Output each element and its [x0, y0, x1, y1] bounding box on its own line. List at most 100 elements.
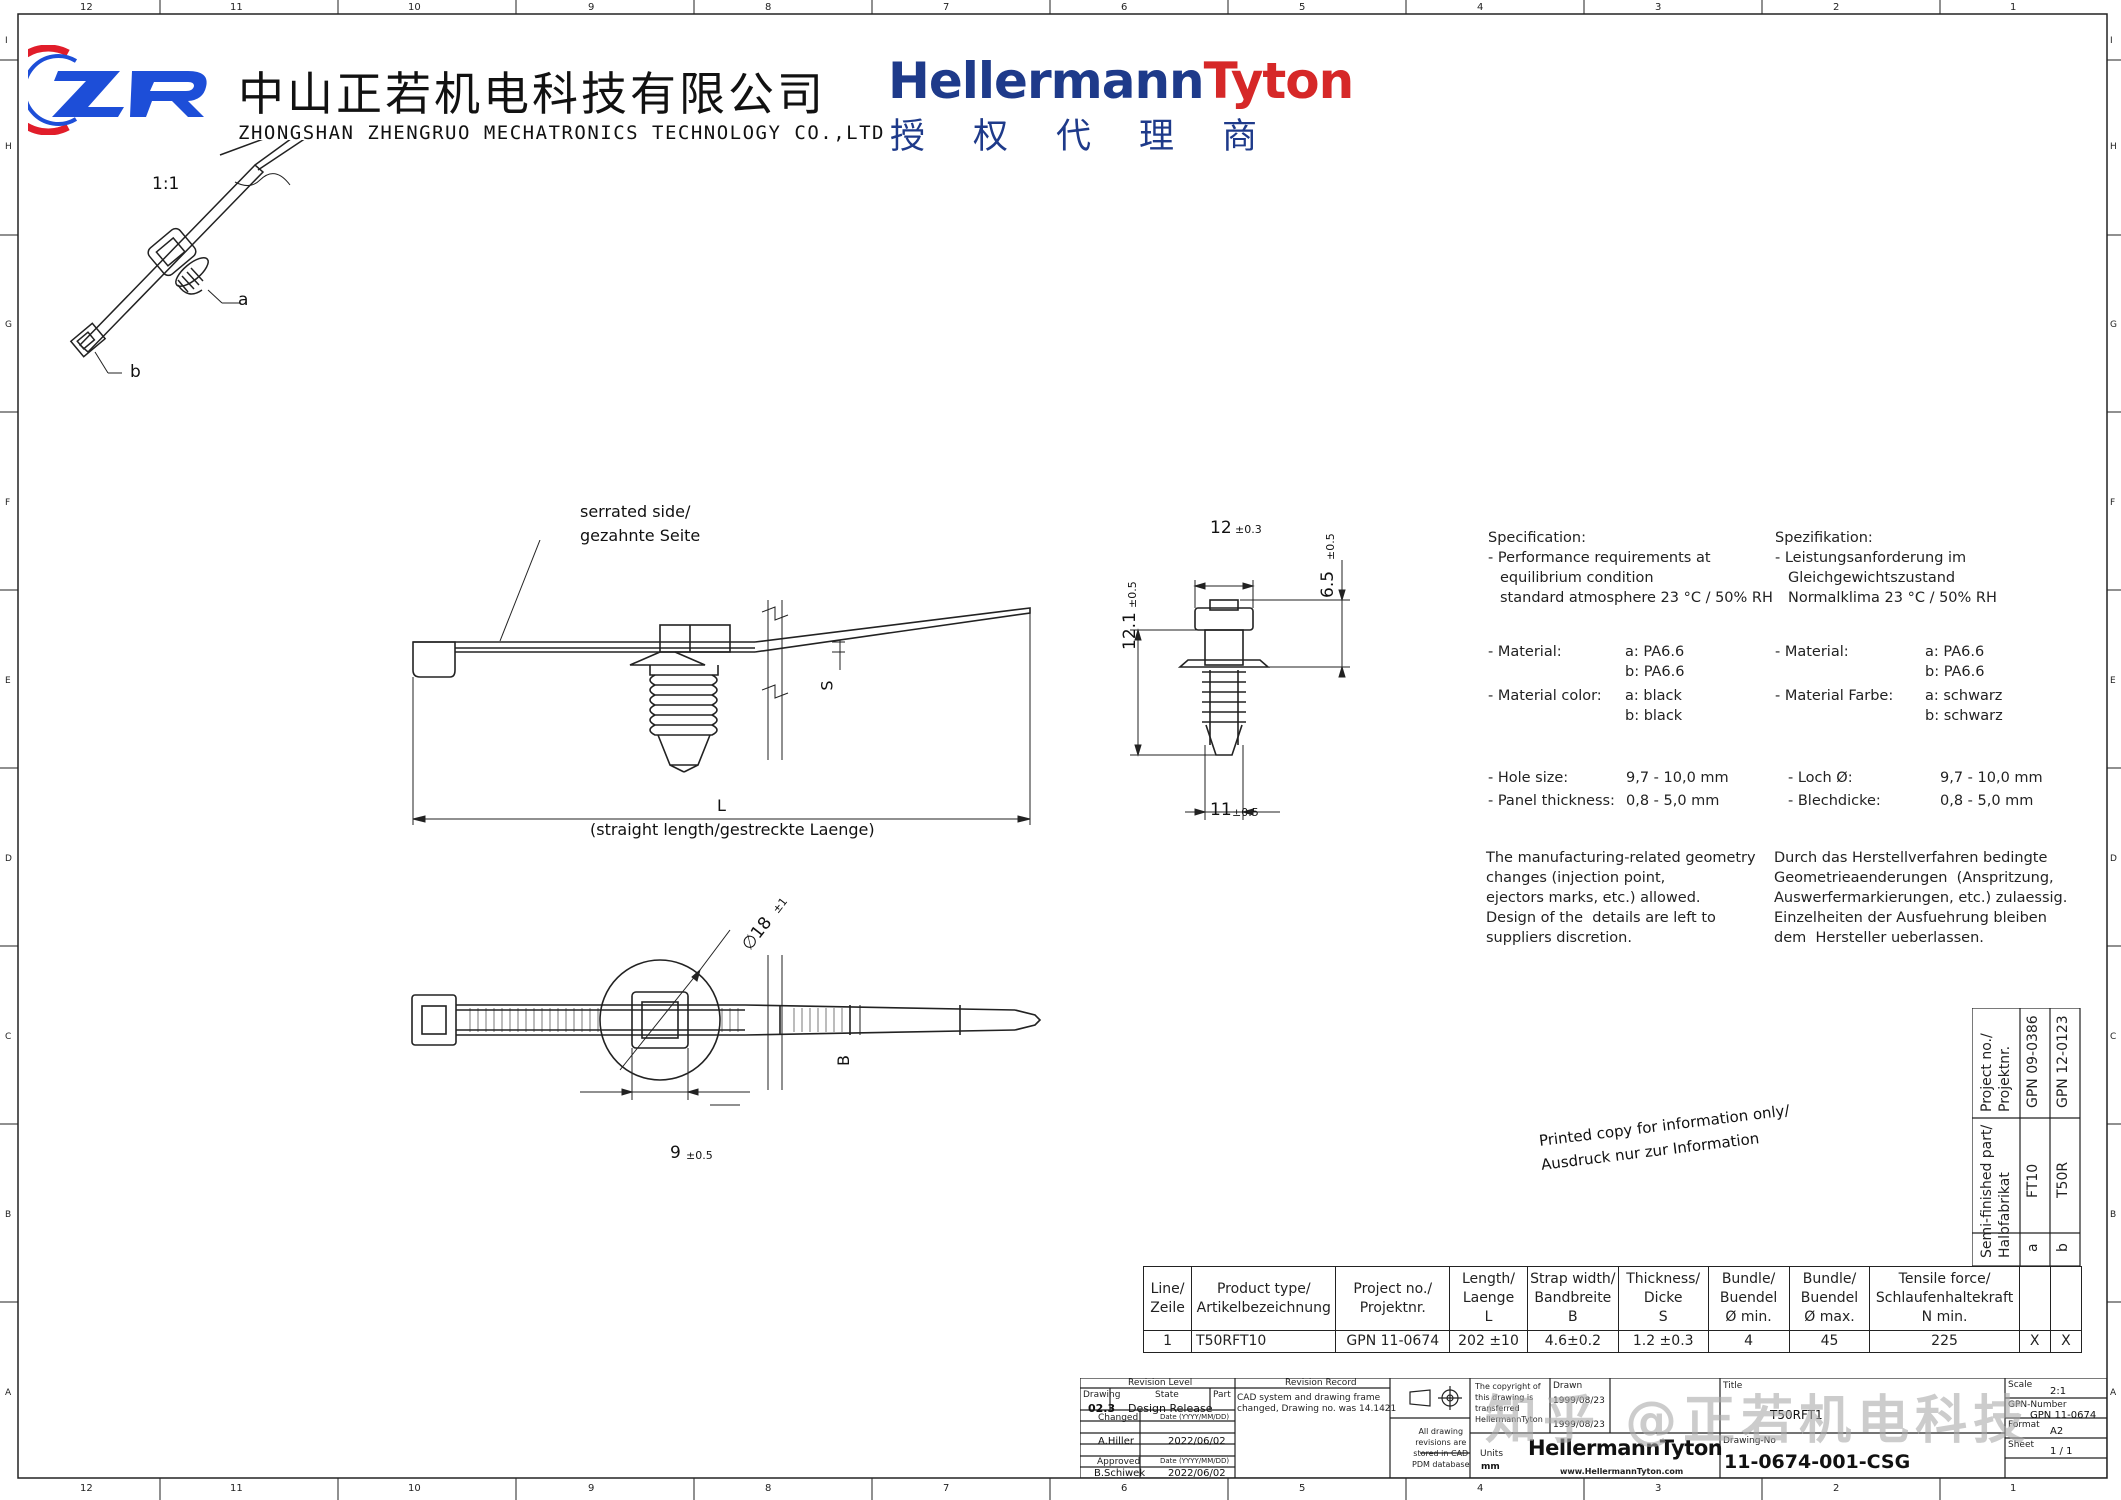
grid-col-label: 6: [1121, 2, 1128, 13]
spec-en-hole-label: - Hole size:: [1488, 770, 1569, 786]
grid-row-label: I: [2110, 36, 2113, 46]
tb-revision-state: Design Release: [1128, 1402, 1213, 1415]
spec-en-color-b: b: black: [1625, 708, 1683, 724]
grid-row-label: A: [5, 1388, 12, 1398]
spec-de-note-5: dem Hersteller ueberlassen.: [1774, 930, 1984, 946]
spec-de-note-1: Durch das Herstellverfahren bedingte: [1774, 850, 2048, 866]
serrated-label-de: gezahnte Seite: [580, 526, 701, 545]
dim-l-label: L: [717, 796, 726, 815]
table-cell: 1.2 ±0.3: [1617, 1330, 1709, 1353]
spec-en-panel-label: - Panel thickness:: [1488, 793, 1615, 809]
table-header-cell: Product type/ Artikelbezeichnung: [1191, 1266, 1337, 1331]
hellermanntyton-logo: HellermannTyton: [888, 52, 1355, 110]
spec-en-title: Specification:: [1488, 530, 1586, 546]
table-row: 1 T50RFT10 GPN 11-0674 202 ±10 4.6±0.2 1…: [1142, 1330, 2083, 1353]
company-name-en: ZHONGSHAN ZHENGRUO MECHATRONICS TECHNOLO…: [238, 122, 885, 144]
table-cell: 225: [1869, 1330, 2020, 1353]
spec-en-note-5: suppliers discretion.: [1486, 930, 1632, 946]
grid-row-label: C: [2110, 1032, 2117, 1042]
spec-de-perf-1: - Leistungsanforderung im: [1775, 550, 1967, 566]
table-header-cell: [2049, 1266, 2083, 1331]
table-cell: 202 ±10: [1449, 1330, 1528, 1353]
table-header-cell: Thickness/ Dicke S: [1617, 1266, 1709, 1331]
spec-de-hole-value: 9,7 - 10,0 mm: [1940, 770, 2043, 786]
spec-en-panel-value: 0,8 - 5,0 mm: [1626, 793, 1720, 809]
table-cell: X: [2049, 1330, 2083, 1353]
grid-col-label: 10: [408, 2, 421, 13]
zr-logo: [28, 45, 207, 135]
grid-row-label: F: [2110, 498, 2116, 508]
grid-col-label: 9: [588, 2, 595, 13]
authorized-agent-text: 授权代理商: [890, 117, 1306, 157]
grid-col-label: 8: [765, 2, 772, 13]
grid-col-label: 8: [765, 1483, 772, 1494]
tb-drawing-no: 11-0674-001-CSG: [1724, 1451, 1911, 1473]
end-dim-width-bottom-tol: ±0.5: [1232, 806, 1259, 819]
tb-gpn-label: GPN-Number: [2008, 1400, 2067, 1410]
spec-en-perf-3: standard atmosphere 23 °C / 50% RH: [1500, 590, 1773, 606]
tb-revision-number: 02.3: [1088, 1402, 1116, 1415]
product-table: Line/ Zeile Product type/ Artikelbezeich…: [1142, 1266, 2083, 1353]
table-cell: T50RFT10: [1191, 1330, 1337, 1353]
straight-length-label: (straight length/gestreckte Laenge): [590, 820, 875, 839]
grid-col-label: 3: [1655, 1483, 1662, 1494]
top-dim-width-tol: ±0.5: [686, 1149, 713, 1162]
side-view-drawing: [412, 540, 1031, 825]
tb-scale-label: Scale: [2008, 1380, 2033, 1390]
tb-revision-level: Revision Level: [1128, 1378, 1193, 1388]
spec-de-color-b: b: schwarz: [1925, 708, 2003, 724]
table-header-cell: Bundle/ Buendel Ø max.: [1788, 1266, 1871, 1331]
end-view-drawing: [1130, 560, 1350, 820]
table-cell: 4: [1707, 1330, 1790, 1353]
dim-s-label: S: [817, 680, 837, 691]
spec-de-title: Spezifikation:: [1775, 530, 1873, 546]
iso-view-drawing: [69, 140, 305, 374]
grid-col-label: 1: [2010, 1483, 2017, 1494]
grid-col-label: 3: [1655, 2, 1662, 13]
tb-changed-by: A.Hiller: [1098, 1436, 1134, 1447]
end-dim-height-total: 12.1: [1120, 612, 1140, 650]
tb-storage-note: All drawing revisions are stored in CAD …: [1412, 1427, 1470, 1469]
spec-de-material-b: b: PA6.6: [1925, 664, 1985, 680]
serrated-label-en: serrated side/: [580, 502, 691, 521]
end-dim-width-top: 12: [1210, 518, 1232, 538]
spec-en-note-1: The manufacturing-related geometry: [1486, 850, 1756, 866]
grid-col-label: 12: [80, 1483, 93, 1494]
table-header-cell: Length/ Laenge L: [1449, 1266, 1528, 1331]
end-dim-width-top-tol: ±0.3: [1235, 523, 1262, 536]
tb-ht-logo: HellermannTyton: [1528, 1436, 1723, 1460]
grid-row-label: F: [5, 498, 11, 508]
grid-row-label: A: [2110, 1388, 2117, 1398]
semi-row-a-label: a: [2025, 1243, 2041, 1252]
tb-ht-url: www.HellermannTyton.com: [1560, 1467, 1684, 1476]
spec-en-note-4: Design of the details are left to: [1486, 910, 1716, 926]
semi-header-project: Project no./ Projektnr.: [1979, 1033, 2013, 1112]
brand-part-2: Tyton: [1203, 52, 1355, 110]
tb-checked-date: 1999/08/23: [1553, 1420, 1605, 1430]
grid-col-label: 5: [1299, 2, 1306, 13]
grid-col-label: 11: [230, 1483, 243, 1494]
tb-drawing-no-label: Drawing-No: [1723, 1436, 1776, 1446]
spec-de-note-2: Geometrieaenderungen (Anspritzung,: [1774, 870, 2054, 886]
tb-state-label: State: [1155, 1390, 1179, 1400]
grid-row-label: E: [2110, 676, 2116, 686]
watermark: 知乎 @正若机电科技: [1485, 1391, 2032, 1451]
iso-scale-label: 1:1: [152, 174, 180, 194]
grid-row-label: G: [2110, 320, 2117, 330]
table-header-cell: Project no./ Projektnr.: [1335, 1266, 1451, 1331]
grid-col-label: 4: [1477, 2, 1484, 13]
tb-units-label: Units: [1480, 1449, 1504, 1459]
grid-col-label: 7: [943, 1483, 950, 1494]
end-dim-height-top-tol: ±0.5: [1324, 533, 1337, 560]
tb-changed-date: 2022/06/02: [1168, 1436, 1226, 1447]
spec-en-material-a: a: PA6.6: [1625, 644, 1685, 660]
semi-row-b-label: b: [2055, 1243, 2071, 1252]
table-header-cell: Bundle/ Buendel Ø min.: [1707, 1266, 1790, 1331]
tb-format-value: A2: [2050, 1426, 2064, 1437]
grid-col-label: 2: [1833, 2, 1840, 13]
tb-changed-label: Changed: [1098, 1413, 1139, 1423]
table-header-cell: Line/ Zeile: [1142, 1266, 1193, 1331]
spec-en-material-label: - Material:: [1488, 644, 1562, 660]
spec-en-perf-1: - Performance requirements at: [1488, 550, 1711, 566]
table-header-cell: Strap width/ Bandbreite B: [1526, 1266, 1619, 1331]
